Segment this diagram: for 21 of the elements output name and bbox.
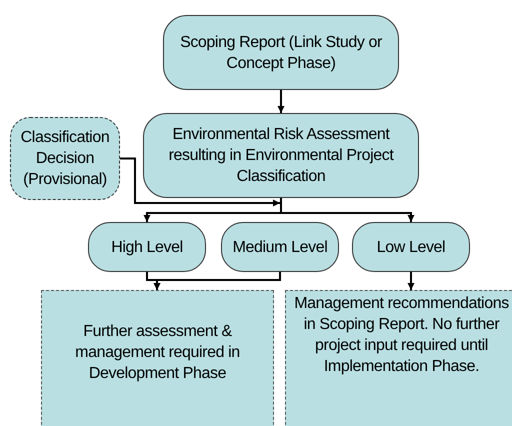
arrow [280,198,414,222]
level-box [352,222,470,272]
node-text: Management recommendations in Scoping Report. No further project input required until Implementation Phase. [293,294,510,377]
arrow [408,272,414,290]
outcome-box [41,290,274,426]
level-box [221,222,339,272]
node-text: Classification Decision (Provisional) [20,128,110,190]
node-text: Scoping Report (Link Study or Concept Phase) [179,32,383,74]
node-text: Further assessment & management required in Development Phase [74,322,241,384]
arrow [154,272,281,290]
decision-box [10,117,120,200]
node-text: Medium Level [232,238,328,258]
node-text: Low Level [376,238,446,258]
process-box [143,113,419,198]
level-box [88,222,206,272]
arrow [278,90,284,113]
process-box [163,15,399,90]
outcome-box [285,290,512,426]
arrow [120,158,280,206]
node-text: Environmental Risk Assessment resulting in Environmental Project Classification [168,125,395,187]
node-text: High Level [110,238,184,258]
